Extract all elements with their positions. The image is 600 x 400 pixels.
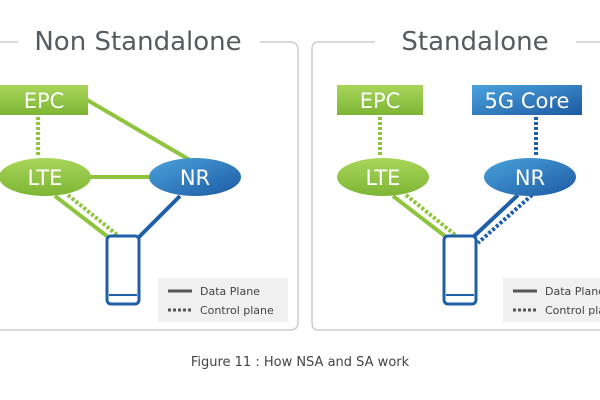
sa-links	[378, 112, 538, 245]
sa-epc-node: EPC	[337, 85, 423, 115]
nsa-data-nr-device	[134, 194, 182, 242]
sa-control-lte-device	[404, 193, 461, 240]
nsa-epc-node: EPC	[0, 85, 88, 115]
figure-caption: Figure 11 : How NSA and SA work	[191, 355, 410, 370]
sa-legend: Data Plane Control plane	[503, 278, 600, 322]
sa-legend-control-label: Control plane	[545, 304, 600, 317]
sa-lte-node: LTE	[337, 158, 429, 196]
nsa-epc-label: EPC	[24, 89, 65, 113]
sa-nr-label: NR	[515, 166, 545, 190]
sa-legend-data-label: Data Plane	[545, 285, 600, 298]
sa-lte-label: LTE	[366, 166, 401, 190]
sa-epc-label: EPC	[360, 89, 401, 113]
nsa-data-lte-device	[53, 194, 114, 242]
nsa-lte-label: LTE	[28, 166, 63, 190]
nsa-legend-control-label: Control plane	[200, 304, 274, 317]
sa-data-lte-device	[391, 194, 452, 242]
nsa-title: Non Standalone	[34, 27, 241, 57]
sa-panel: Standalone EPC 5G Core LTE NR	[311, 27, 600, 331]
sa-nr-node: NR	[484, 158, 576, 196]
nsa-phone-icon	[105, 234, 141, 306]
sa-panel-border	[311, 41, 600, 331]
sa-phone-icon	[442, 234, 478, 306]
nsa-links	[36, 95, 197, 242]
nsa-panel: Non Standalone EPC LTE NR	[0, 27, 299, 331]
sa-data-nr-device	[468, 193, 520, 242]
nsa-panel-border	[0, 41, 299, 331]
nsa-legend: Data Plane Control plane	[158, 278, 288, 322]
sa-control-nr-device	[476, 193, 534, 245]
nsa-control-lte-device	[66, 193, 123, 240]
sa-5g-core-node: 5G Core	[472, 85, 582, 115]
nsa-nr-node: NR	[149, 158, 241, 196]
nsa-lte-node: LTE	[0, 158, 91, 196]
sa-title: Standalone	[401, 27, 548, 57]
sa-5g-core-label: 5G Core	[485, 89, 570, 113]
nsa-nr-label: NR	[180, 166, 210, 190]
nsa-legend-data-label: Data Plane	[200, 285, 260, 298]
nsa-data-epc-nr	[80, 95, 197, 165]
